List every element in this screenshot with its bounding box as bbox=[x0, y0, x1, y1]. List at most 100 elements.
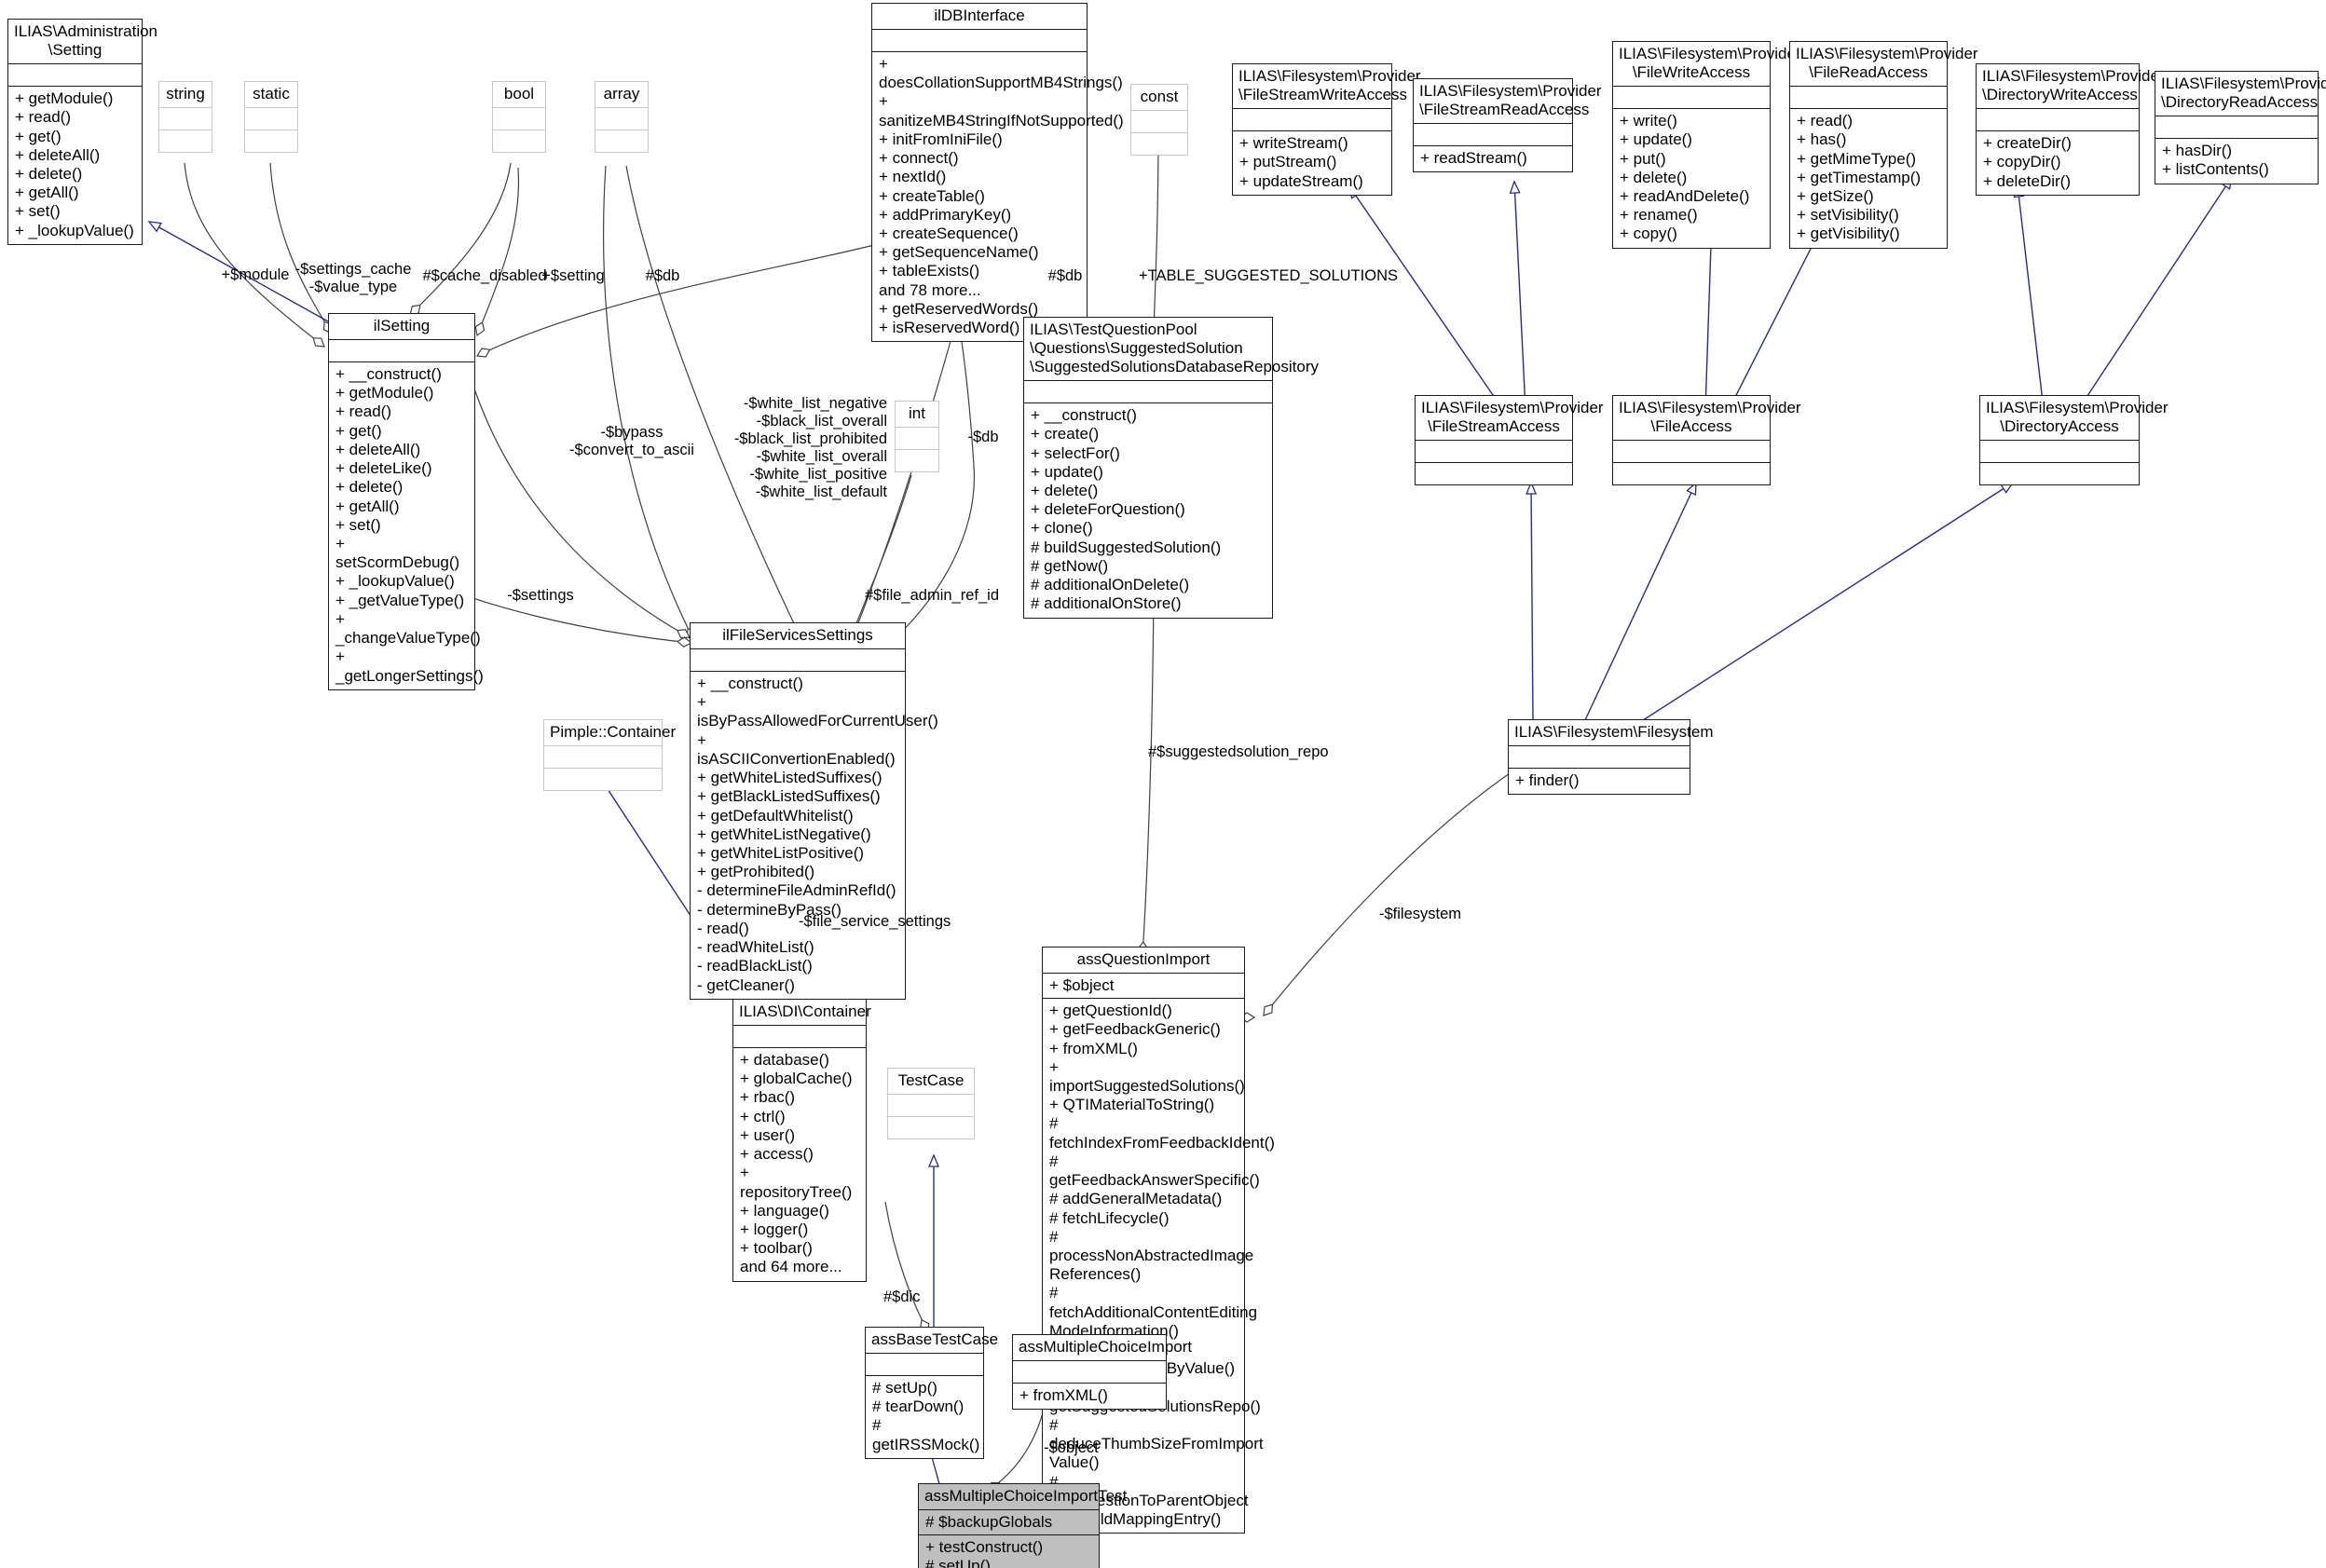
class-node-ilfileservicessettings[interactable]: ilFileServicesSettings + __construct() +… bbox=[690, 622, 938, 1000]
class-operations: + doesCollationSupportMB4Strings() + san… bbox=[879, 55, 1124, 337]
class-node-ilias-administration-setting[interactable]: ILIAS\Administration \Setting + getModul… bbox=[7, 19, 157, 245]
class-node-int[interactable]: int bbox=[895, 401, 939, 473]
class-node-testcase[interactable]: TestCase bbox=[887, 1068, 975, 1140]
edge-label-white-black-lists: -$white_list_negative -$black_list_overa… bbox=[733, 395, 887, 500]
class-operations: + __construct() + isByPassAllowedForCurr… bbox=[697, 675, 938, 994]
class-title: ILIAS\Filesystem\Provider \FileStreamWri… bbox=[1233, 64, 1421, 110]
class-operations bbox=[595, 130, 648, 152]
class-node-filewriteaccess[interactable]: ILIAS\Filesystem\Provider \FileWriteAcce… bbox=[1612, 41, 1801, 249]
class-node-filesystem[interactable]: ILIAS\Filesystem\Filesystem + finder() bbox=[1508, 719, 1714, 796]
class-node-filestreamwriteaccess[interactable]: ILIAS\Filesystem\Provider \FileStreamWri… bbox=[1232, 63, 1421, 196]
class-node-assquestionimport[interactable]: assQuestionImport + $object + getQuestio… bbox=[1042, 947, 1275, 1534]
class-title: ILIAS\TestQuestionPool \Questions\Sugges… bbox=[1024, 318, 1319, 382]
class-attributes bbox=[896, 428, 938, 451]
class-node-ilsetting[interactable]: ilSetting + __construct() + getModule() … bbox=[328, 313, 484, 690]
edge-label-settings: -$settings bbox=[507, 587, 574, 604]
class-title: ILIAS\Filesystem\Provider \DirectoryRead… bbox=[2155, 72, 2326, 117]
class-attributes bbox=[595, 108, 648, 131]
class-attributes bbox=[1233, 109, 1391, 132]
class-title: assMultipleChoiceImport bbox=[1013, 1335, 1192, 1362]
class-node-assmultiplechoiceimporttest[interactable]: assMultipleChoiceImportTest # $backupGlo… bbox=[918, 1483, 1127, 1568]
class-title: ilSetting bbox=[329, 314, 474, 341]
class-node-array[interactable]: array bbox=[595, 81, 649, 154]
class-node-directorywriteaccess[interactable]: ILIAS\Filesystem\Provider \DirectoryWrit… bbox=[1976, 63, 2165, 196]
class-attributes bbox=[159, 108, 212, 131]
class-node-ildbinterface[interactable]: ilDBInterface + doesCollationSupportMB4S… bbox=[871, 3, 1124, 343]
class-operations: + createDir() + copyDir() + deleteDir() bbox=[1983, 134, 2072, 190]
class-title: ILIAS\Filesystem\Provider \FileReadAcces… bbox=[1790, 42, 1978, 88]
edge-label-db-suggested: #$db bbox=[1047, 267, 1083, 284]
class-operations: + readStream() bbox=[1420, 149, 1527, 168]
class-attributes: # $backupGlobals bbox=[919, 1510, 1099, 1536]
class-attributes bbox=[866, 1354, 983, 1377]
class-title: ILIAS\DI\Container bbox=[733, 1000, 871, 1027]
class-attributes bbox=[245, 108, 297, 131]
class-operations bbox=[896, 450, 938, 471]
class-node-filestreamreadaccess[interactable]: ILIAS\Filesystem\Provider \FileStreamRea… bbox=[1413, 78, 1602, 173]
class-operations: + finder() bbox=[1515, 771, 1580, 790]
class-node-filestreamaccess[interactable]: ILIAS\Filesystem\Provider \FileStreamAcc… bbox=[1415, 395, 1604, 486]
class-node-di-container[interactable]: ILIAS\DI\Container + database() + global… bbox=[732, 999, 871, 1282]
class-attributes bbox=[1414, 124, 1572, 147]
class-attributes bbox=[1790, 87, 1947, 110]
class-title: Pimple::Container bbox=[544, 720, 676, 747]
edge-label-db-repo: -$db bbox=[967, 429, 999, 445]
class-operations bbox=[544, 769, 662, 790]
class-title: ILIAS\Filesystem\Provider \FileStreamRea… bbox=[1414, 79, 1602, 125]
class-operations bbox=[888, 1117, 974, 1139]
class-operations: + getModule() + read() + get() + deleteA… bbox=[15, 89, 134, 239]
class-node-string[interactable]: string bbox=[158, 81, 212, 154]
class-attributes bbox=[1013, 1361, 1166, 1384]
class-node-assmultiplechoiceimport[interactable]: assMultipleChoiceImport + fromXML() bbox=[1012, 1334, 1192, 1411]
class-node-directoryaccess[interactable]: ILIAS\Filesystem\Provider \DirectoryAcce… bbox=[1979, 395, 2169, 486]
class-title: array bbox=[595, 82, 648, 109]
class-operations: + database() + globalCache() + rbac() + … bbox=[740, 1051, 853, 1276]
class-node-directoryreadaccess[interactable]: ILIAS\Filesystem\Provider \DirectoryRead… bbox=[2155, 71, 2326, 184]
edge-label-table-suggested-solutions: +TABLE_SUGGESTED_SOLUTIONS bbox=[1139, 267, 1398, 284]
class-attributes bbox=[1416, 441, 1572, 464]
class-node-pimple-container[interactable]: Pimple::Container bbox=[543, 719, 676, 792]
class-node-static[interactable]: static bbox=[244, 81, 298, 154]
class-operations: + hasDir() + listContents() bbox=[2162, 142, 2269, 179]
class-operations: + __construct() + getModule() + read() +… bbox=[335, 365, 484, 685]
class-attributes bbox=[493, 108, 545, 131]
class-node-const[interactable]: const bbox=[1130, 84, 1188, 157]
class-attributes: + $object bbox=[1043, 974, 1244, 1000]
class-title: ILIAS\Filesystem\Provider \FileAccess bbox=[1613, 396, 1801, 442]
edge-label-db-ilsetting: #$db bbox=[645, 267, 680, 284]
class-attributes bbox=[691, 649, 905, 673]
class-node-bool[interactable]: bool bbox=[492, 81, 546, 154]
class-attributes bbox=[2155, 116, 2318, 140]
class-operations: # setUp() # tearDown() # getIRSSMock() bbox=[872, 1379, 980, 1453]
class-attributes bbox=[1613, 441, 1770, 464]
class-node-fileaccess[interactable]: ILIAS\Filesystem\Provider \FileAccess bbox=[1612, 395, 1801, 486]
class-title: TestCase bbox=[888, 1069, 974, 1096]
edge-label-file-service-settings: -$file_service_settings bbox=[799, 913, 951, 930]
class-operations: + __construct() + create() + selectFor()… bbox=[1031, 406, 1222, 613]
class-operations: + testConstruct() # setUp() bbox=[919, 1535, 1099, 1568]
class-operations bbox=[1416, 463, 1572, 484]
class-operations: + writeStream() + putStream() + updateSt… bbox=[1239, 134, 1363, 190]
class-attributes bbox=[8, 64, 142, 88]
class-node-assbasetestcase[interactable]: assBaseTestCase # setUp() # tearDown() #… bbox=[865, 1327, 998, 1459]
class-title: bool bbox=[493, 82, 545, 109]
edge-label-dic: #$dic bbox=[883, 1288, 921, 1305]
class-operations: + getQuestionId() + getFeedbackGeneric()… bbox=[1049, 1002, 1275, 1528]
class-node-suggested-solutions-database-repository[interactable]: ILIAS\TestQuestionPool \Questions\Sugges… bbox=[1023, 317, 1319, 619]
class-title: const bbox=[1131, 85, 1187, 112]
class-attributes bbox=[1024, 381, 1272, 404]
class-attributes bbox=[888, 1095, 974, 1118]
class-title: assBaseTestCase bbox=[866, 1328, 998, 1355]
class-title: ILIAS\Administration \Setting bbox=[8, 20, 157, 65]
edge-label-suggestedsolution-repo: #$suggestedsolution_repo bbox=[1148, 743, 1329, 760]
class-title: ILIAS\Filesystem\Filesystem bbox=[1509, 720, 1714, 747]
class-title: assMultipleChoiceImportTest bbox=[919, 1484, 1127, 1511]
class-attributes bbox=[1131, 111, 1187, 134]
class-operations: + write() + update() + put() + delete() … bbox=[1620, 112, 1750, 243]
class-operations bbox=[1131, 133, 1187, 155]
class-attributes bbox=[1613, 87, 1770, 110]
class-node-filereadaccess[interactable]: ILIAS\Filesystem\Provider \FileReadAcces… bbox=[1789, 41, 1978, 249]
class-title: ILIAS\Filesystem\Provider \FileStreamAcc… bbox=[1416, 396, 1604, 442]
class-title: string bbox=[159, 82, 212, 109]
class-operations bbox=[159, 130, 212, 152]
